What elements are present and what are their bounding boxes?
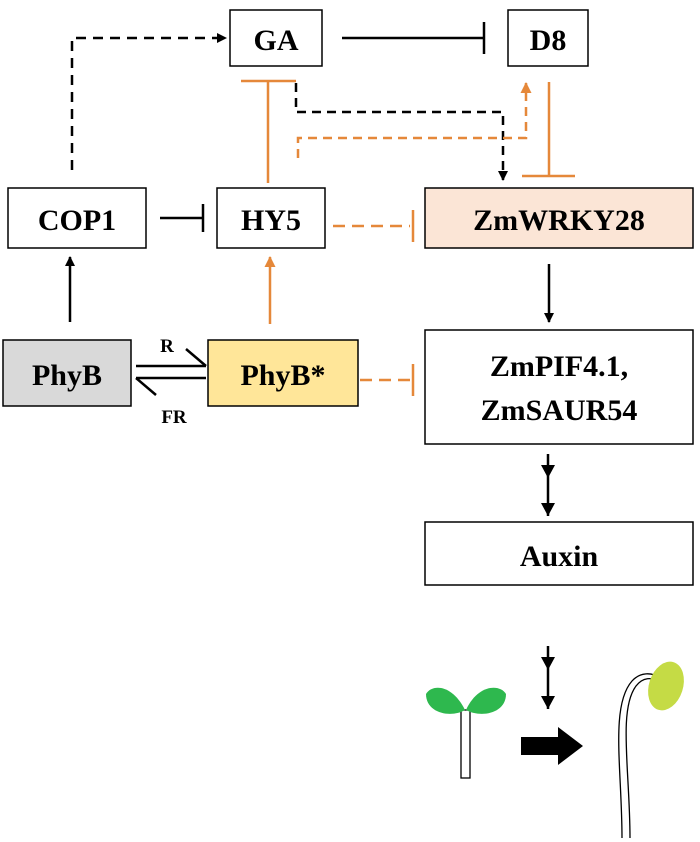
node-zmpif-label-line2: ZmSAUR54 xyxy=(481,394,638,427)
node-zmwrky28-label: ZmWRKY28 xyxy=(473,204,645,237)
elongated-seedling-icon xyxy=(618,661,684,839)
node-ga: GA xyxy=(229,9,323,67)
edge-phybactive-inhibits-zmpif xyxy=(360,364,415,396)
edge-cop1-ga-dashed-arrow xyxy=(70,33,227,170)
node-phyb: PhyB xyxy=(2,339,132,407)
edge-auxin-growth-indirect-arrow xyxy=(541,646,555,709)
edge-hy5-d8-dashed-arrow xyxy=(296,82,532,158)
short-seedling-icon xyxy=(426,687,506,779)
edge-hy5-inhibits-zmwrky28 xyxy=(333,210,415,242)
far-red-light-label: FR xyxy=(161,407,187,428)
node-d8-label: D8 xyxy=(530,24,567,57)
node-hy5-label: HY5 xyxy=(241,204,301,237)
node-zmpif-zmsaur: ZmPIF4.1, ZmSAUR54 xyxy=(424,329,694,445)
edge-ga-inhibits-d8 xyxy=(342,22,486,54)
node-cop1-label: COP1 xyxy=(38,204,116,237)
edge-ga-zmwrky28-dashed-arrow xyxy=(294,83,508,181)
node-phyb-label: PhyB xyxy=(32,359,102,392)
node-zmwrky28: ZmWRKY28 xyxy=(424,187,694,249)
node-d8: D8 xyxy=(507,9,589,67)
node-ga-label: GA xyxy=(254,24,299,57)
red-light-label: R xyxy=(160,336,174,357)
node-zmpif-label-line1: ZmPIF4.1, xyxy=(490,350,628,383)
node-phyb-active: PhyB* xyxy=(207,339,359,407)
edge-zmpif-auxin-indirect-arrow xyxy=(541,454,555,516)
node-hy5: HY5 xyxy=(216,187,326,249)
edge-d8-inhibits-zmwrky28 xyxy=(522,82,575,178)
edge-phyb-phybactive-equilibrium: R FR xyxy=(135,336,207,428)
edge-hy5-inhibits-ga xyxy=(241,79,296,183)
node-cop1: COP1 xyxy=(7,187,147,249)
edge-cop1-inhibits-hy5 xyxy=(160,204,205,232)
node-phyb-active-label: PhyB* xyxy=(240,359,325,392)
node-auxin-label: Auxin xyxy=(520,540,599,573)
thick-right-arrow-icon xyxy=(521,727,583,765)
node-auxin: Auxin xyxy=(424,521,694,586)
